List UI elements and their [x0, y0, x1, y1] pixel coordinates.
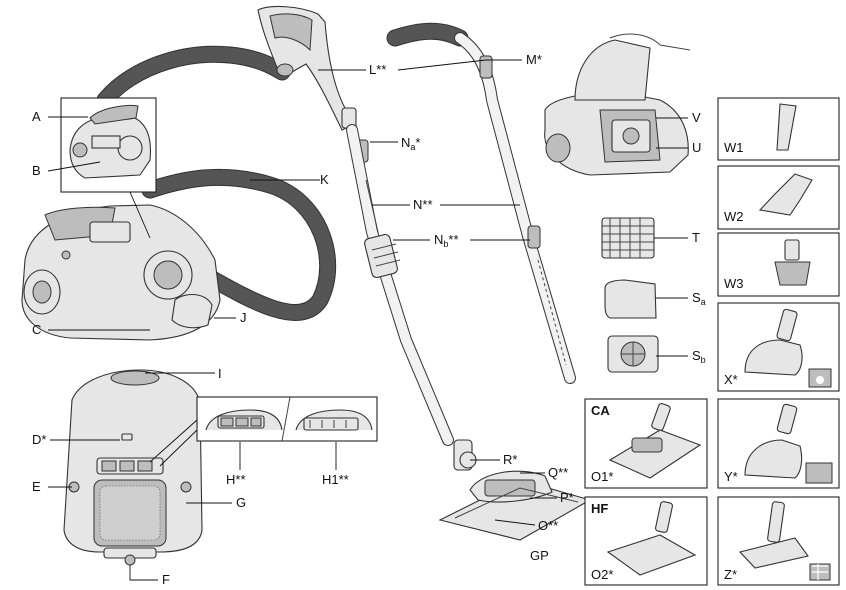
label-a: A — [32, 109, 41, 124]
label-p: P* — [560, 490, 574, 505]
label-n: N** — [413, 197, 433, 212]
label-q: Q** — [548, 465, 568, 480]
canister-body — [21, 204, 221, 341]
leader-lines — [47, 59, 688, 581]
label-k: K — [320, 172, 329, 187]
label-g: G — [236, 495, 246, 510]
label-t: T — [692, 230, 700, 245]
label-u: U — [692, 140, 701, 155]
filter-sa — [604, 279, 657, 319]
label-w2: W2 — [724, 209, 744, 224]
canister-rear-view — [63, 369, 203, 566]
tube-m — [386, 22, 576, 384]
label-b: B — [32, 163, 41, 178]
box-z — [717, 496, 840, 586]
label-w1: W1 — [724, 140, 744, 155]
box-w2 — [717, 165, 840, 230]
box-o1 — [584, 398, 708, 489]
box-w1 — [717, 97, 840, 161]
label-z: Z* — [724, 567, 737, 582]
label-r: R* — [503, 452, 517, 467]
label-y: Y* — [724, 469, 738, 484]
label-v: V — [692, 110, 701, 125]
label-o: O** — [538, 518, 558, 533]
inset-h-h1 — [149, 396, 378, 467]
label-sa: Sa — [692, 290, 706, 307]
floor-nozzle-gp — [438, 439, 592, 541]
label-nb: Nb** — [434, 232, 459, 249]
box-o2 — [584, 496, 708, 586]
label-e: E — [32, 479, 41, 494]
label-f: F — [162, 572, 170, 587]
box-x — [717, 302, 840, 392]
label-na: Na* — [401, 135, 420, 152]
label-m: M* — [526, 52, 542, 67]
label-i: I — [218, 366, 222, 381]
label-c: C — [32, 322, 41, 337]
label-ca: CA — [591, 403, 610, 418]
label-x: X* — [724, 372, 738, 387]
hose-k — [141, 168, 337, 321]
bag-compartment — [544, 33, 691, 176]
box-y — [717, 398, 840, 489]
label-sb: Sb — [692, 348, 706, 365]
label-h1: H1** — [322, 472, 349, 487]
label-gp: GP — [530, 548, 549, 563]
filter-sb — [607, 335, 659, 373]
label-j: J — [240, 310, 247, 325]
label-d: D* — [32, 432, 46, 447]
box-w3 — [717, 232, 840, 297]
hose-upper — [96, 45, 291, 109]
inset-ab — [60, 97, 157, 239]
label-h: H** — [226, 472, 246, 487]
filter-t — [601, 217, 655, 259]
label-o1: O1* — [591, 469, 613, 484]
label-o2: O2* — [591, 567, 613, 582]
label-hf: HF — [591, 501, 608, 516]
label-l: L** — [369, 62, 386, 77]
label-w3: W3 — [724, 276, 744, 291]
tube-n-left — [346, 124, 454, 446]
